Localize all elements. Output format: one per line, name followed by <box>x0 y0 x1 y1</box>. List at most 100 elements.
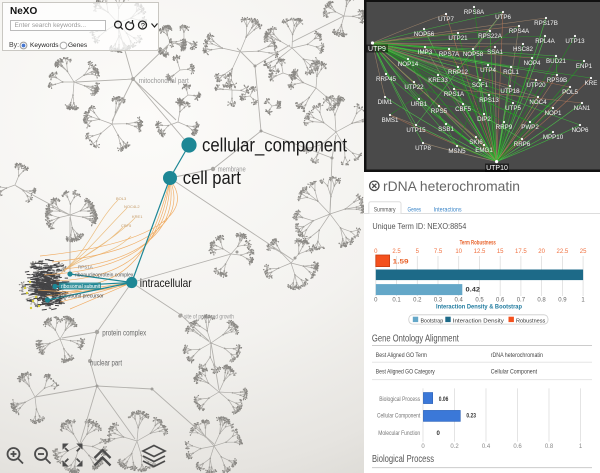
svg-text:Interaction Density & Bootstra: Interaction Density & Bootstrap <box>436 304 522 311</box>
svg-text:cell part: cell part <box>183 168 241 188</box>
svg-text:HSC82: HSC82 <box>513 46 534 53</box>
svg-text:MPP10: MPP10 <box>543 134 564 141</box>
svg-text:0.6: 0.6 <box>513 444 522 450</box>
svg-text:NOP58: NOP58 <box>463 51 484 58</box>
svg-text:IMP3: IMP3 <box>418 49 433 56</box>
svg-text:Biological Process: Biological Process <box>372 454 434 465</box>
svg-text:RPS8A: RPS8A <box>464 9 485 16</box>
svg-text:Summary: Summary <box>374 206 396 213</box>
svg-text:NOP6: NOP6 <box>572 127 589 134</box>
svg-text:17.5: 17.5 <box>515 249 527 255</box>
svg-text:?: ? <box>141 21 145 30</box>
svg-text:RPS7A: RPS7A <box>439 51 460 58</box>
svg-text:CBF5: CBF5 <box>121 223 132 228</box>
svg-text:Cellular Component: Cellular Component <box>491 368 538 375</box>
svg-text:0: 0 <box>374 249 378 255</box>
svg-text:BOL3: BOL3 <box>116 196 127 201</box>
svg-text:1: 1 <box>581 298 585 304</box>
svg-text:ribosomal subunit: ribosomal subunit <box>61 284 101 290</box>
svg-text:1.59: 1.59 <box>393 259 409 266</box>
svg-text:0.23: 0.23 <box>466 412 476 419</box>
svg-text:0.4: 0.4 <box>482 444 491 450</box>
svg-text:RPS13: RPS13 <box>479 97 499 104</box>
svg-text:Cellular Component: Cellular Component <box>377 412 420 419</box>
svg-text:UTP18: UTP18 <box>500 88 520 95</box>
svg-text:UTP21: UTP21 <box>448 35 468 42</box>
svg-text:SSA1: SSA1 <box>487 49 503 56</box>
svg-text:rDNA heterochromatin: rDNA heterochromatin <box>491 352 544 359</box>
svg-text:RPS22A: RPS22A <box>478 33 503 40</box>
svg-text:DIM1: DIM1 <box>378 99 393 106</box>
svg-text:NOP1: NOP1 <box>545 110 562 117</box>
svg-text:SKI6: SKI6 <box>469 139 483 146</box>
svg-text:membrane: membrane <box>218 166 246 173</box>
svg-text:12.5: 12.5 <box>474 249 486 255</box>
svg-text:UTP9: UTP9 <box>368 46 386 53</box>
svg-text:7.5: 7.5 <box>434 249 443 255</box>
svg-text:KRE: KRE <box>585 80 598 87</box>
svg-text:RPS9B: RPS9B <box>547 77 567 84</box>
svg-text:0.2: 0.2 <box>413 298 422 304</box>
svg-text:Genes: Genes <box>408 206 422 213</box>
svg-text:0.06: 0.06 <box>439 396 449 403</box>
svg-text:Interactions: Interactions <box>434 206 462 213</box>
svg-text:NOP56: NOP56 <box>414 31 435 38</box>
svg-text:0.5: 0.5 <box>475 298 484 304</box>
svg-text:RRP6: RRP6 <box>514 141 531 148</box>
svg-text:Robustness: Robustness <box>516 318 545 324</box>
svg-text:cellular_component: cellular_component <box>202 136 348 157</box>
svg-text:ribonucleoprotein complex: ribonucleoprotein complex <box>75 273 134 279</box>
svg-text:10: 10 <box>455 249 462 255</box>
svg-text:UTP22: UTP22 <box>404 84 424 91</box>
svg-text:mitochondrial part: mitochondrial part <box>139 78 189 85</box>
svg-text:RRP12: RRP12 <box>448 69 469 76</box>
svg-text:0.4: 0.4 <box>455 298 464 304</box>
svg-text:0.42: 0.42 <box>466 287 481 294</box>
svg-text:RRP9: RRP9 <box>496 124 513 131</box>
svg-text:Gene Ontology Alignment: Gene Ontology Alignment <box>372 334 459 345</box>
svg-text:NOP14: NOP14 <box>398 61 419 68</box>
svg-text:Interaction Density: Interaction Density <box>453 318 504 324</box>
svg-text:Unique Term ID: NEXO:8854: Unique Term ID: NEXO:8854 <box>372 221 466 231</box>
svg-text:small subunit precursor: small subunit precursor <box>52 294 104 300</box>
svg-text:KRE33: KRE33 <box>428 77 448 84</box>
svg-text:UTP20: UTP20 <box>526 82 546 89</box>
svg-text:15: 15 <box>497 249 504 255</box>
svg-text:0.1: 0.1 <box>392 298 401 304</box>
svg-text:site of polarized growth: site of polarized growth <box>184 315 234 321</box>
svg-text:Best Aligned GO Category: Best Aligned GO Category <box>376 368 436 375</box>
svg-text:UTP10: UTP10 <box>486 165 508 172</box>
svg-text:protein complex: protein complex <box>102 329 146 338</box>
svg-text:2.5: 2.5 <box>392 249 401 255</box>
svg-text:nuclear part: nuclear part <box>90 359 123 368</box>
svg-text:BMS1: BMS1 <box>382 117 399 124</box>
svg-text:URB1: URB1 <box>411 101 428 108</box>
svg-text:NAN1: NAN1 <box>574 105 591 112</box>
svg-text:EMG1: EMG1 <box>475 147 493 154</box>
svg-text:UTP6: UTP6 <box>495 14 511 21</box>
svg-text:intracellular: intracellular <box>140 276 192 290</box>
svg-text:BUD21: BUD21 <box>546 58 567 65</box>
svg-text:RPS5: RPS5 <box>431 108 448 115</box>
svg-text:25: 25 <box>580 249 587 255</box>
svg-text:SSB1: SSB1 <box>438 126 454 133</box>
svg-text:UTP13: UTP13 <box>565 38 585 45</box>
svg-text:22.5: 22.5 <box>557 249 569 255</box>
svg-text:0: 0 <box>437 430 441 437</box>
svg-text:NOP4: NOP4 <box>524 60 541 67</box>
svg-text:Term Robustness: Term Robustness <box>460 239 497 246</box>
svg-text:SOF1: SOF1 <box>472 82 489 89</box>
svg-text:DIP2: DIP2 <box>477 116 491 123</box>
svg-text:RRP45: RRP45 <box>376 76 397 83</box>
svg-text:Best Aligned GO Term: Best Aligned GO Term <box>376 352 427 359</box>
svg-text:20: 20 <box>538 249 545 255</box>
svg-text:0: 0 <box>374 298 378 304</box>
svg-text:rDNA heterochromatin: rDNA heterochromatin <box>383 178 520 194</box>
svg-text:RPS4A: RPS4A <box>509 28 530 35</box>
svg-text:0.6: 0.6 <box>496 298 505 304</box>
svg-text:0.8: 0.8 <box>537 298 546 304</box>
svg-text:Biological Process: Biological Process <box>379 396 421 403</box>
svg-text:RPS17B: RPS17B <box>534 20 558 27</box>
svg-text:MSN5: MSN5 <box>448 148 466 155</box>
svg-text:UTP7: UTP7 <box>438 16 454 23</box>
